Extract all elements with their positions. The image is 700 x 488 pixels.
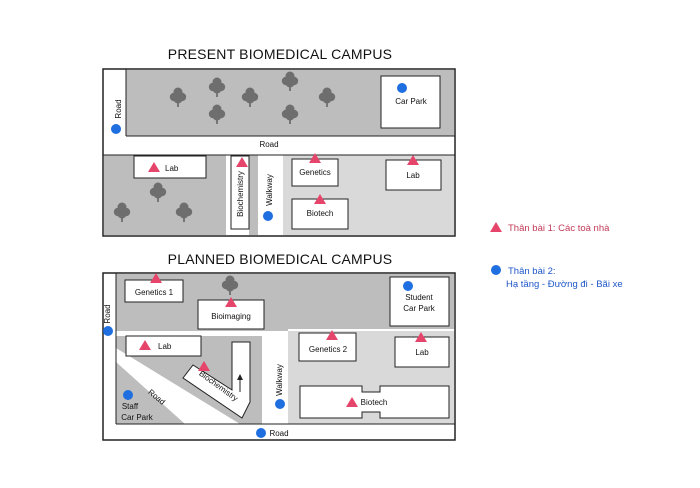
present-road-left-label: Road xyxy=(114,99,123,118)
present-biochemistry-box xyxy=(230,155,250,230)
legend-infrastructure-text-2: Hạ tầng - Đường đi - Bãi xe xyxy=(506,279,623,290)
legend-infrastructure-marker xyxy=(491,265,501,275)
present-building-marker xyxy=(148,162,160,172)
planned-infrastructure-marker xyxy=(275,399,285,409)
planned-student-car-park-box xyxy=(389,276,450,327)
planned-road-bottom-label: Road xyxy=(269,429,288,438)
present-infrastructure-marker xyxy=(397,83,407,93)
planned-building-marker xyxy=(326,330,338,340)
planned-infrastructure-marker xyxy=(403,281,413,291)
planned-biochemistry-box xyxy=(182,341,251,419)
present-campus-title: PRESENT BIOMEDICAL CAMPUS xyxy=(167,46,393,62)
planned-lab-right-label: Lab xyxy=(415,348,429,357)
planned-campus-title: PLANNED BIOMEDICAL CAMPUS xyxy=(167,251,393,267)
planned-building-marker xyxy=(150,273,162,283)
present-building-marker xyxy=(236,157,248,167)
planned-staff-car-park-area xyxy=(116,362,185,424)
present-genetics-box xyxy=(291,158,339,187)
present-building-marker xyxy=(407,155,419,165)
planned-building-marker xyxy=(346,397,358,407)
planned-building-marker xyxy=(225,297,237,307)
legend-infrastructure: Thân bài 2: Hạ tầng - Đường đi - Bãi xe xyxy=(506,265,623,291)
present-car-park-box xyxy=(380,75,441,129)
planned-building-marker xyxy=(139,340,151,350)
planned-infrastructure-marker xyxy=(123,390,133,400)
planned-staff-car-park-label-2: Car Park xyxy=(121,413,154,422)
planned-walkway-label: Walkway xyxy=(275,364,284,396)
present-infrastructure-marker xyxy=(263,211,273,221)
planned-building-marker xyxy=(415,332,427,342)
planned-biotech-box xyxy=(299,385,450,419)
legend-infrastructure-text-1: Thân bài 2: xyxy=(508,266,556,277)
present-biotech-label: Biotech xyxy=(307,209,334,218)
planned-student-car-park-label-2: Car Park xyxy=(403,304,436,313)
present-map: Road Road Walkway Car Park Lab Biochemis… xyxy=(102,68,456,237)
planned-genetics-2-label: Genetics 2 xyxy=(309,345,348,354)
planned-genetics-1-label: Genetics 1 xyxy=(135,288,174,297)
present-road-middle-label: Road xyxy=(259,140,278,149)
present-building-marker xyxy=(309,153,321,163)
planned-infrastructure-marker xyxy=(256,428,266,438)
planned-lab-left-label: Lab xyxy=(158,342,172,351)
present-building-marker xyxy=(314,194,326,204)
planned-infrastructure-marker xyxy=(103,326,113,336)
arrow-up-icon xyxy=(237,374,243,392)
planned-staff-car-park-label-1: Staff xyxy=(122,402,139,411)
legend-buildings-text: Thân bài 1: Các toà nhà xyxy=(508,223,610,234)
legend-buildings: Thân bài 1: Các toà nhà xyxy=(508,222,609,235)
present-car-park-label: Car Park xyxy=(395,97,428,106)
planned-map: Road Road Road Walkway Genetics 1 Bioima… xyxy=(102,272,456,441)
planned-student-car-park-label-1: Student xyxy=(405,293,433,302)
present-lab-left-label: Lab xyxy=(165,164,179,173)
present-lab-left-box xyxy=(133,155,207,179)
present-biochemistry-label: Biochemistry xyxy=(236,171,245,217)
planned-bioimaging-label: Bioimaging xyxy=(211,312,251,321)
planned-road-left-label: Road xyxy=(103,304,112,323)
present-infrastructure-marker xyxy=(111,124,121,134)
present-walkway-label: Walkway xyxy=(265,174,274,206)
planned-biotech-label: Biotech xyxy=(361,398,388,407)
present-lab-right-label: Lab xyxy=(406,171,420,180)
present-walkway-edge xyxy=(249,155,258,235)
legend-building-marker xyxy=(490,222,502,232)
planned-building-marker xyxy=(198,361,210,371)
present-genetics-label: Genetics xyxy=(299,168,331,177)
